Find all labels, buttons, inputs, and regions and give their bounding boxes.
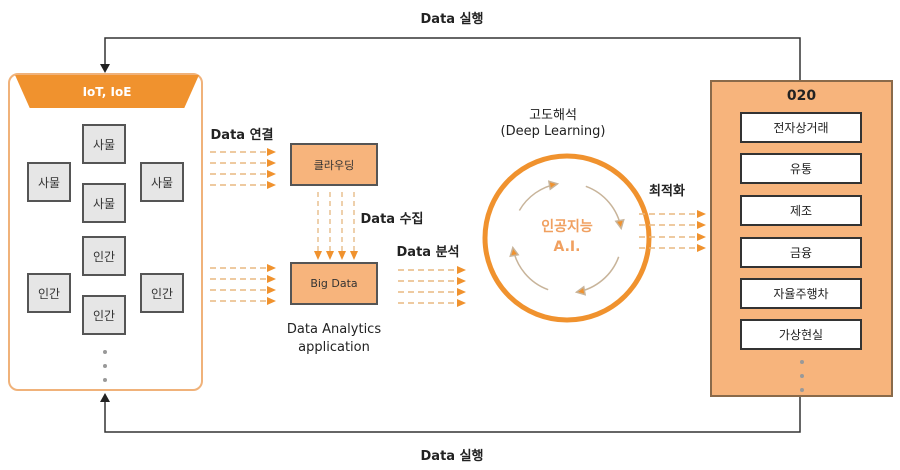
thing-box: 사물 bbox=[82, 183, 126, 223]
arrowhead-down bbox=[350, 251, 358, 260]
iot-panel-title: IoT, IoE bbox=[15, 75, 199, 108]
data-connect-label: Data 연결 bbox=[210, 128, 274, 143]
ai-center-line1: 인공지능 bbox=[541, 219, 593, 235]
ellipsis-dot bbox=[103, 350, 107, 354]
human-box: 인간 bbox=[27, 273, 71, 313]
cloud-box: 클라우딩 bbox=[290, 143, 378, 186]
arrowhead-right bbox=[267, 159, 276, 167]
arrowhead-right bbox=[267, 275, 276, 283]
arrowhead-right bbox=[697, 233, 706, 241]
arrowhead bbox=[614, 218, 625, 231]
ellipsis-dot bbox=[800, 360, 804, 364]
ai-title: 고도해석 bbox=[529, 108, 577, 123]
arrowhead-right bbox=[267, 286, 276, 294]
data-analyze-label: Data 분석 bbox=[396, 245, 460, 260]
human-box: 인간 bbox=[82, 236, 126, 276]
app-label-line1: Data Analytics bbox=[286, 322, 382, 337]
human-box: 인간 bbox=[82, 295, 126, 335]
arrowhead-right bbox=[267, 297, 276, 305]
arrowhead-right bbox=[267, 264, 276, 272]
iot-panel bbox=[8, 73, 203, 391]
o2o-item: 제조 bbox=[740, 195, 862, 226]
arrowhead-right bbox=[697, 221, 706, 229]
o2o-item: 전자상거래 bbox=[740, 112, 862, 143]
o2o-item: 유통 bbox=[740, 153, 862, 184]
arrowhead-up bbox=[100, 393, 110, 402]
feedback-bottom-label: Data 실행 bbox=[420, 449, 484, 464]
ellipsis-dot bbox=[800, 374, 804, 378]
ellipsis-dot bbox=[103, 378, 107, 382]
optimize-label: 최적화 bbox=[649, 184, 685, 199]
arrowhead-right bbox=[267, 148, 276, 156]
arrowhead-right bbox=[457, 277, 466, 285]
feedback-top-label: Data 실행 bbox=[420, 12, 484, 27]
thing-box: 사물 bbox=[27, 162, 71, 202]
ai-cycle-ring bbox=[482, 153, 652, 323]
arrowhead bbox=[547, 180, 560, 191]
feedback-line-bottom bbox=[104, 397, 801, 433]
arrowhead bbox=[574, 285, 587, 296]
arrowhead-right bbox=[457, 299, 466, 307]
bigdata-box: Big Data bbox=[290, 262, 378, 305]
arrowhead-right bbox=[457, 266, 466, 274]
arrowhead-down bbox=[314, 251, 322, 260]
arrowhead-right bbox=[267, 181, 276, 189]
o2o-title: 020 bbox=[786, 88, 817, 104]
thing-box: 사물 bbox=[82, 124, 126, 164]
ai-subtitle: (Deep Learning) bbox=[500, 124, 606, 139]
arrowhead-right bbox=[267, 170, 276, 178]
thing-box: 사물 bbox=[140, 162, 184, 202]
arrowhead-down bbox=[338, 251, 346, 260]
o2o-item: 금융 bbox=[740, 237, 862, 268]
arrowhead-right bbox=[697, 244, 706, 252]
data-collect-label: Data 수집 bbox=[360, 212, 424, 227]
human-box: 인간 bbox=[140, 273, 184, 313]
ellipsis-dot bbox=[103, 364, 107, 368]
arrowhead bbox=[509, 245, 520, 258]
ellipsis-dot bbox=[800, 388, 804, 392]
arrowhead-down bbox=[100, 64, 110, 73]
arrowhead-right bbox=[697, 210, 706, 218]
o2o-item: 자율주행차 bbox=[740, 278, 862, 309]
app-label-line2: application bbox=[298, 340, 370, 355]
arrowhead-down bbox=[326, 251, 334, 260]
ai-center-line2: A.I. bbox=[553, 239, 581, 255]
o2o-item: 가상현실 bbox=[740, 319, 862, 350]
feedback-line-top bbox=[104, 37, 801, 80]
arrowhead-right bbox=[457, 288, 466, 296]
